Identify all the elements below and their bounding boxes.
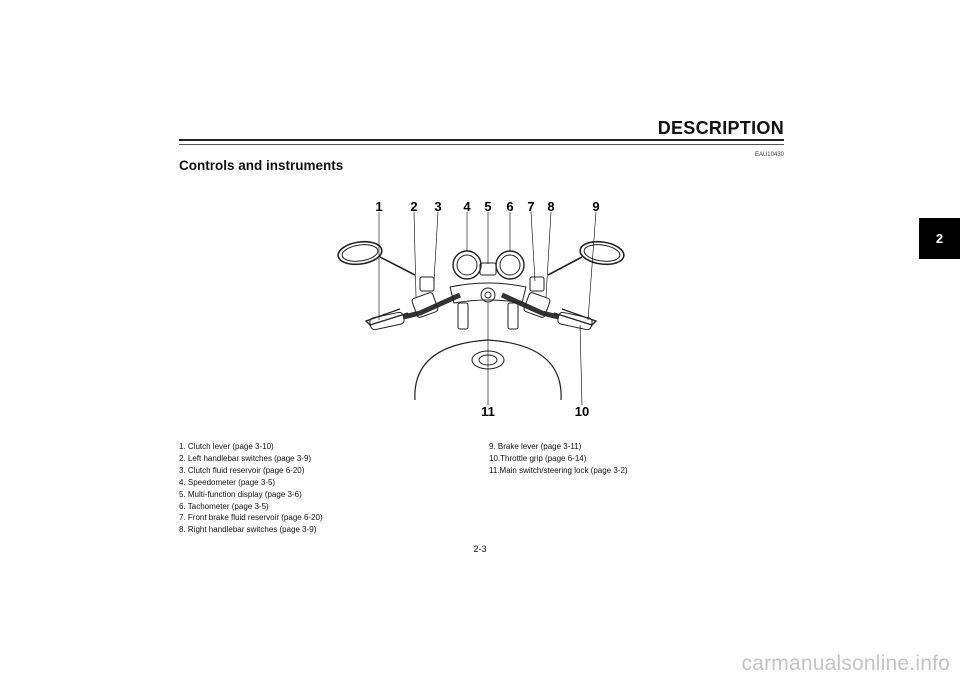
callout-5: 5 bbox=[484, 199, 491, 214]
handlebar-illustration: 1 2 3 4 5 6 7 8 9 11 10 bbox=[337, 199, 625, 419]
right-grip bbox=[557, 311, 593, 331]
caption-item: 9. Brake lever (page 3-11) bbox=[489, 442, 582, 451]
section-code: EAU10430 bbox=[754, 152, 784, 158]
callout-3: 3 bbox=[434, 199, 441, 214]
caption-item: 8. Right handlebar switches (page 3-9) bbox=[179, 525, 317, 535]
caption-item: 2. Left handlebar switches (page 3-9) bbox=[179, 453, 312, 463]
callout-6: 6 bbox=[506, 199, 513, 214]
header-rule-thick bbox=[179, 139, 784, 141]
watermark[interactable]: carmanualsonline.info bbox=[741, 652, 950, 675]
clutch-lever bbox=[364, 308, 409, 326]
page-title: DESCRIPTION bbox=[657, 118, 784, 138]
callout-8: 8 bbox=[547, 199, 554, 214]
right-mirror bbox=[579, 240, 625, 266]
caption-item: 3. Clutch fluid reservoir (page 6-20) bbox=[179, 465, 305, 475]
callout-1: 1 bbox=[375, 199, 382, 214]
caption-item: 1. Clutch lever (page 3-10) bbox=[179, 442, 274, 451]
callout-4: 4 bbox=[463, 199, 471, 214]
page-number: 2-3 bbox=[473, 544, 487, 554]
caption-item: 10.Throttle grip (page 6-14) bbox=[489, 453, 587, 463]
callout-9: 9 bbox=[592, 199, 599, 214]
caption-item: 11.Main switch/steering lock (page 3-2) bbox=[489, 465, 628, 475]
callout-11: 11 bbox=[481, 404, 495, 419]
callout-10: 10 bbox=[575, 404, 589, 419]
brake-lever bbox=[553, 308, 598, 326]
header-rule-thin bbox=[179, 144, 784, 145]
caption-item: 5. Multi-function display (page 3-6) bbox=[179, 489, 302, 499]
multi-function-display bbox=[479, 262, 497, 276]
left-grip bbox=[369, 311, 405, 331]
section-heading: Controls and instruments bbox=[179, 158, 344, 173]
caption-list-left: 1. Clutch lever (page 3-10) 2. Left hand… bbox=[179, 441, 323, 536]
callout-2: 2 bbox=[410, 199, 417, 214]
caption-item: 4. Speedometer (page 3-5) bbox=[179, 477, 276, 487]
left-mirror bbox=[337, 240, 383, 266]
callout-7: 7 bbox=[527, 199, 534, 214]
chapter-tab[interactable]: 2 bbox=[919, 218, 960, 259]
caption-list-right: 9. Brake lever (page 3-11) 10.Throttle g… bbox=[489, 441, 628, 477]
caption-item: 7. Front brake fluid reservoir (page 6-2… bbox=[179, 513, 323, 523]
caption-item: 6. Tachometer (page 3-5) bbox=[179, 501, 269, 511]
